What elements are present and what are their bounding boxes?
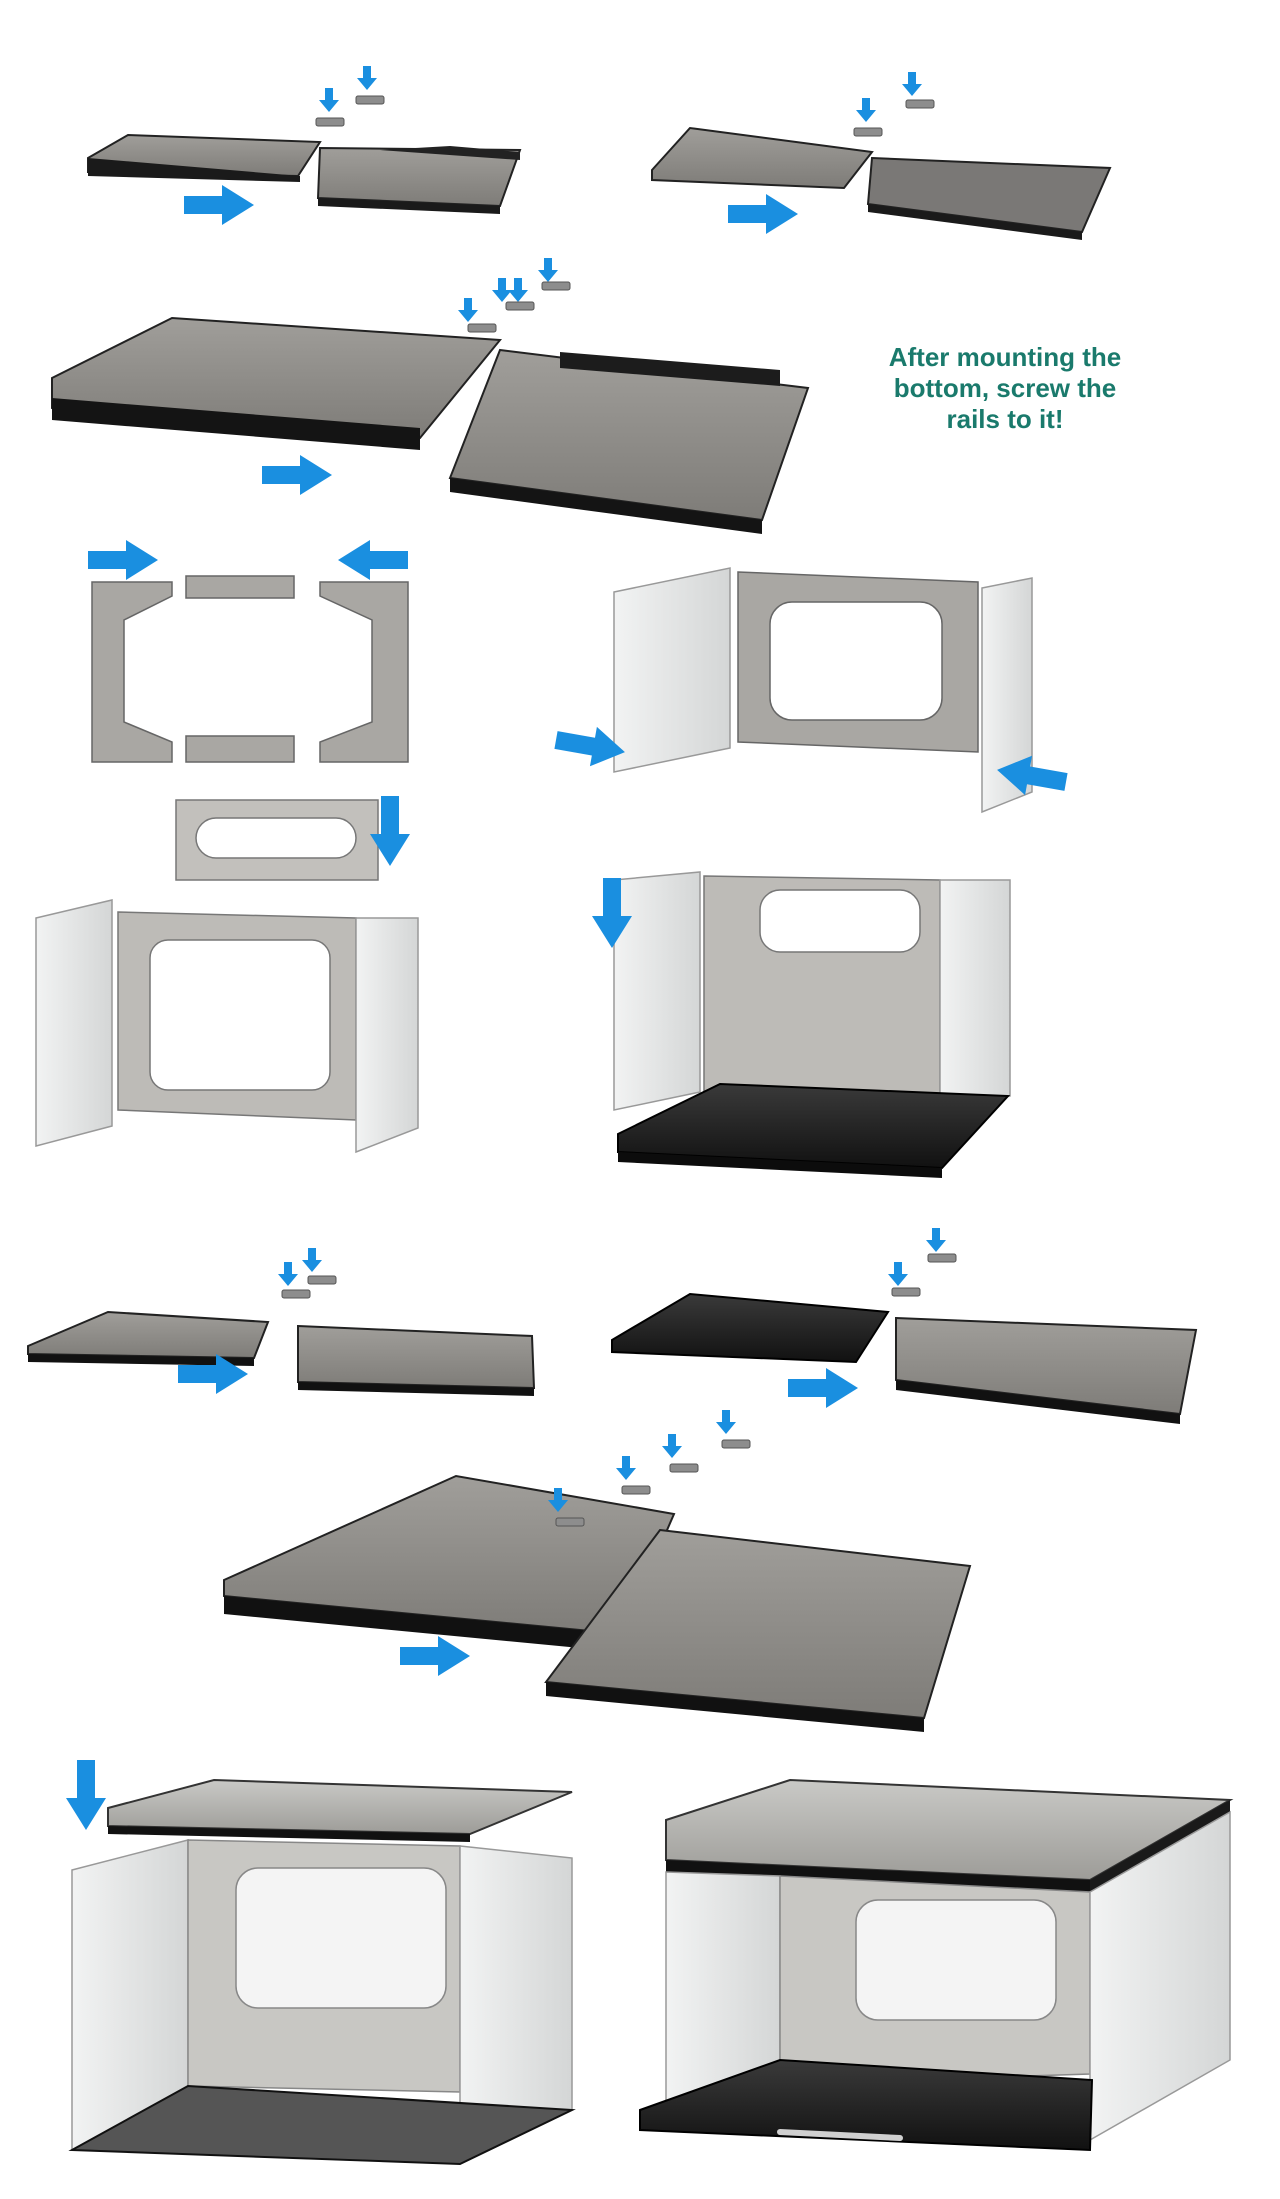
connector-piece-icon — [505, 301, 535, 311]
row7-left-lid-lowering — [68, 1778, 576, 2166]
blue-arrow-icon — [400, 1636, 470, 1676]
connector-piece-icon — [307, 1275, 337, 1285]
blue-arrow-icon — [88, 540, 158, 580]
row6-top-assembly — [223, 1474, 972, 1732]
blue-arrow-icon — [184, 185, 254, 225]
connector-piece-icon — [355, 95, 385, 105]
blue-arrow-icon — [888, 1262, 908, 1286]
blue-arrow-icon — [662, 1434, 682, 1458]
assembly-note: After mounting the bottom, screw the rai… — [855, 342, 1155, 435]
connector-piece-icon — [669, 1463, 699, 1473]
assembly-note-line: After mounting the — [888, 342, 1122, 372]
blue-arrow-icon — [538, 258, 558, 282]
connector-piece-icon — [721, 1439, 751, 1449]
blue-arrow-icon — [856, 98, 876, 122]
blue-arrow-icon — [262, 455, 332, 495]
row1-right-bottom-plates — [651, 126, 1112, 240]
blue-arrow-icon — [508, 278, 528, 302]
blue-arrow-icon — [278, 1262, 298, 1286]
connector-piece-icon — [281, 1289, 311, 1299]
assembly-note-line: bottom, screw the — [893, 373, 1117, 403]
blue-arrow-icon — [357, 66, 377, 90]
connector-piece-icon — [467, 323, 497, 333]
row2-bottom-assembly — [51, 316, 810, 534]
blue-arrow-icon — [902, 72, 922, 96]
row4-right-walls-over-bottom — [613, 871, 1011, 1178]
row5-right-top-plates — [611, 1292, 1198, 1424]
row3-right-frame-with-walls — [613, 567, 1033, 814]
connector-piece-icon — [541, 281, 571, 291]
connector-piece-icon — [891, 1287, 921, 1297]
blue-arrow-icon — [302, 1248, 322, 1272]
blue-arrow-icon — [728, 194, 798, 234]
connector-piece-icon — [315, 117, 345, 127]
row7-right-finished-box — [639, 1778, 1234, 2152]
blue-arrow-icon — [66, 1760, 106, 1830]
blue-arrow-icon — [458, 298, 478, 322]
connector-piece-icon — [555, 1517, 585, 1527]
connector-piece-icon — [621, 1485, 651, 1495]
row4-left-walls-and-back — [35, 799, 419, 1154]
row1-left-bottom-plates — [87, 133, 522, 214]
blue-arrow-icon — [319, 88, 339, 112]
blue-arrow-icon — [338, 540, 408, 580]
connector-piece-icon — [927, 1253, 957, 1263]
connector-piece-icon — [853, 127, 883, 137]
blue-arrow-icon — [716, 1410, 736, 1434]
blue-arrow-icon — [926, 1228, 946, 1252]
row3-left-frame-pieces — [91, 575, 409, 763]
blue-arrow-icon — [616, 1456, 636, 1480]
connector-piece-icon — [905, 99, 935, 109]
row5-left-top-plates — [27, 1310, 536, 1396]
assembly-note-line: rails to it! — [946, 404, 1064, 434]
blue-arrow-icon — [788, 1368, 858, 1408]
